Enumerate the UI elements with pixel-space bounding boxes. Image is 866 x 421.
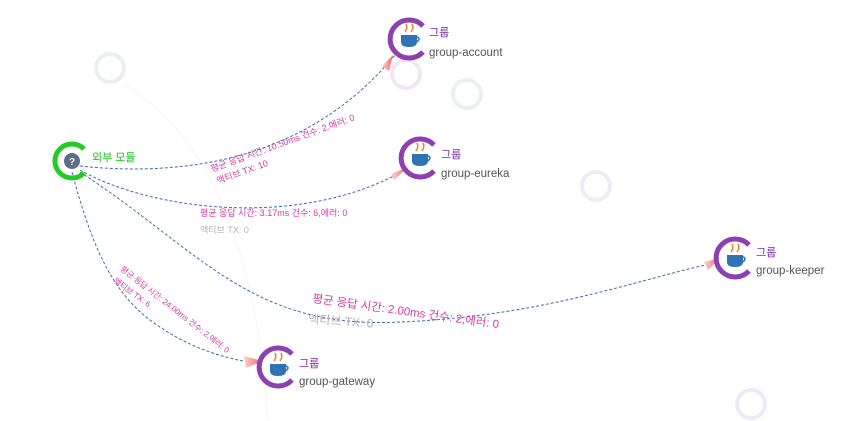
edges: 평균 응답 시간: 10.50ms 건수: 2,에러: 0 액티브 TX: 10… [71,54,721,368]
node-type-label: 그룹 [441,148,461,161]
external-module-label: 외부 모듈 [92,151,136,164]
edge-gateway-stat: 평균 응답 시간: 24.00ms 건수: 2,에러: 0 [119,264,232,356]
ghost-node-icon [390,58,422,90]
edge-account-arrow [382,55,393,71]
node-ring [398,136,436,180]
edge-eureka-line [79,169,406,209]
node-keeper[interactable]: 그룹 group-keeper [713,236,825,280]
edge-gateway-line [71,171,263,365]
java-icon [401,23,420,47]
node-type-label: 그룹 [299,357,319,370]
ghost-node-icon [451,78,483,110]
node-name: group-eureka [441,168,510,180]
node-account[interactable]: 그룹 group-account [387,17,503,61]
ghost-node-icon [94,52,126,84]
node-name: group-keeper [756,265,825,277]
node-ring [713,236,751,280]
background-ghost-nodes [94,52,767,421]
edge-eureka-stat: 평균 응답 시간: 3.17ms 건수: 6,에러: 0 [200,207,347,218]
node-name: group-account [429,47,503,59]
node-name: group-gateway [299,376,375,388]
external-module-node[interactable]: ? 외부 모듈 [52,141,136,181]
edge-keeper-active: 액티브 TX: 0 [308,312,374,331]
edge-account-stat: 평균 응답 시간: 10.50ms 건수: 2,에러: 0 [209,111,356,173]
edge-eureka-active: 액티브 TX: 0 [200,224,249,235]
node-gateway[interactable]: 그룹 group-gateway [256,345,375,389]
edge-account[interactable]: 평균 응답 시간: 10.50ms 건수: 2,에러: 0 액티브 TX: 10 [79,54,396,186]
edge-gateway[interactable]: 평균 응답 시간: 24.00ms 건수: 2,에러: 0 액티브 TX: 6 [71,171,263,368]
java-icon [727,243,746,267]
question-icon [64,153,80,169]
node-type-label: 그룹 [429,26,449,39]
node-eureka[interactable]: 그룹 group-eureka [398,136,510,180]
edge-eureka[interactable]: 평균 응답 시간: 3.17ms 건수: 6,에러: 0 액티브 TX: 0 [79,167,408,235]
node-ring [387,17,425,61]
ghost-node-icon [735,388,767,420]
ghost-node-icon [580,170,612,202]
external-module-ring [52,141,86,181]
edge-account-line [79,54,396,170]
question-mark: ? [69,157,75,168]
java-icon [412,142,431,166]
ghost-edge [124,84,269,421]
node-ring [256,345,294,389]
node-type-label: 그룹 [756,246,776,259]
java-icon [270,352,289,376]
edge-gateway-arrow [244,356,262,368]
edge-keeper-line [79,171,721,324]
